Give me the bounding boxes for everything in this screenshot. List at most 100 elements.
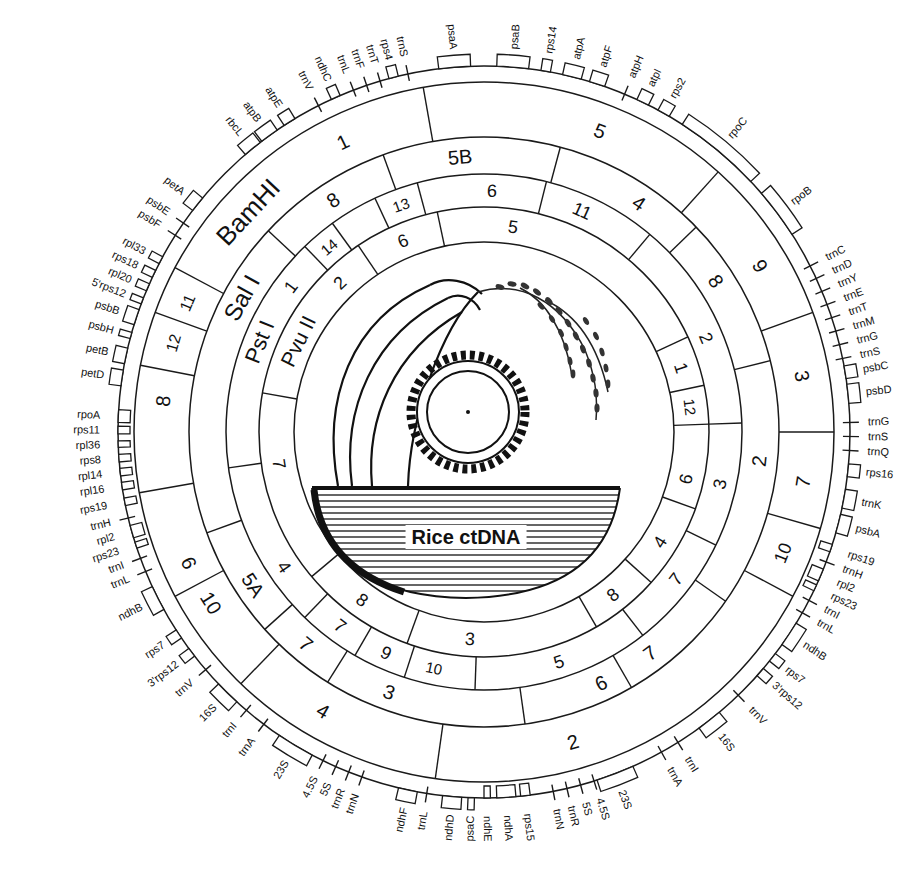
- gene-label: trnI: [107, 559, 126, 575]
- hatch-line: [300, 518, 630, 520]
- gene-box: [757, 668, 772, 683]
- grain: [590, 373, 597, 383]
- panicle-branch: [545, 300, 608, 392]
- fragment-number: 4: [313, 700, 333, 723]
- grain: [520, 281, 531, 290]
- trna-tick: [132, 556, 147, 562]
- leaf: [334, 285, 430, 486]
- grain: [606, 380, 611, 389]
- enzyme-name: Pvu II: [276, 312, 318, 369]
- fragment-boundary: [709, 423, 742, 424]
- gear-teeth: [411, 355, 525, 469]
- fragment-boundary: [744, 570, 793, 596]
- trna-tick: [314, 98, 321, 112]
- trna-tick: [240, 705, 250, 717]
- fragment-number: 3: [381, 681, 398, 704]
- fragment-number: 11: [570, 199, 594, 223]
- trna-tick: [803, 597, 817, 604]
- gene-label: ndhC: [313, 55, 334, 83]
- gene-box: [119, 329, 132, 338]
- gene-box: [118, 426, 130, 434]
- fragment-number: 3: [464, 630, 475, 649]
- gene-box: [326, 84, 340, 99]
- gene-label: trnS: [395, 36, 410, 58]
- trna-tick: [364, 77, 369, 92]
- fragment-number: 5A: [238, 569, 268, 600]
- gene-label: trnF: [349, 48, 366, 70]
- fragment-boundary: [229, 463, 262, 468]
- fragment-number: 6: [676, 472, 696, 486]
- gene-label: rpoC: [726, 115, 750, 140]
- gene-box: [484, 786, 490, 798]
- hatch-line: [300, 584, 630, 586]
- grain: [563, 318, 572, 329]
- gene-box: [496, 785, 516, 798]
- fragment-boundary: [656, 337, 688, 352]
- gene-label: petA: [162, 175, 187, 198]
- gene-box: [238, 133, 261, 155]
- grain: [579, 344, 587, 354]
- hatch-line: [300, 578, 630, 580]
- trna-tick: [579, 778, 583, 793]
- fragment-number: 5B: [447, 146, 473, 168]
- gene-label: trnG: [856, 330, 879, 346]
- fragment-boundary: [435, 724, 443, 778]
- fragment-number: 8: [603, 584, 622, 604]
- gene-box: [541, 59, 553, 72]
- fragment-boundary: [761, 312, 813, 331]
- gene-label: ndhB: [116, 601, 144, 622]
- gene-box: [118, 410, 131, 423]
- fragment-boundary: [475, 657, 476, 690]
- gene-box: [135, 538, 148, 548]
- trna-tick: [120, 516, 136, 520]
- trna-tick: [176, 218, 189, 227]
- grain: [572, 331, 581, 342]
- fragment-boundary: [407, 611, 419, 644]
- trna-tick: [658, 746, 666, 760]
- gene-label: rpl14: [77, 469, 103, 483]
- fragment-number: 13: [391, 195, 412, 215]
- fragment-boundary: [681, 172, 718, 213]
- gene-label: petD: [80, 366, 105, 380]
- gene-box: [130, 293, 144, 303]
- fragment-boundary: [207, 520, 242, 533]
- fragment-number: 8: [704, 271, 727, 291]
- fragment-boundary: [417, 183, 426, 215]
- grain: [585, 358, 592, 368]
- gene-label: rpl16: [79, 483, 105, 497]
- gene-label: trnH: [89, 517, 112, 533]
- bowl-shadow: [314, 490, 404, 592]
- gene-box: [441, 796, 461, 810]
- gene-label: atpF: [597, 44, 614, 68]
- gene-label: atpH: [626, 54, 645, 80]
- fragment-boundary: [328, 651, 348, 682]
- grain: [495, 283, 505, 291]
- fragment-boundary: [670, 227, 697, 253]
- trna-tick: [843, 449, 859, 451]
- fragment-boundary: [625, 559, 651, 582]
- fragment-number: 11: [178, 293, 199, 315]
- gene-box: [141, 587, 163, 616]
- gene-box: [109, 368, 123, 386]
- fragment-number: 3: [710, 477, 730, 491]
- leaf-tip: [430, 280, 482, 294]
- gene-label: 23S: [271, 758, 291, 780]
- gene-label: rps11: [73, 424, 100, 435]
- gene-label: trnI: [822, 604, 841, 621]
- gene-box: [278, 108, 295, 125]
- fragment-number: 2: [565, 731, 581, 753]
- fragment-number: 5: [551, 652, 566, 672]
- gene-label: ndhA: [502, 815, 515, 841]
- fragment-boundary: [613, 655, 632, 687]
- gene-label: rps15: [522, 813, 536, 842]
- fragment-boundary: [262, 393, 296, 399]
- fragment-number: 10: [196, 588, 225, 617]
- grain: [532, 287, 542, 297]
- fragment-boundary: [155, 312, 207, 331]
- gene-box: [183, 190, 202, 210]
- fragment-number: 3: [791, 369, 813, 383]
- fragment-number: 4: [650, 533, 671, 551]
- gene-box: [842, 489, 857, 510]
- gene-label: 5S: [580, 801, 594, 817]
